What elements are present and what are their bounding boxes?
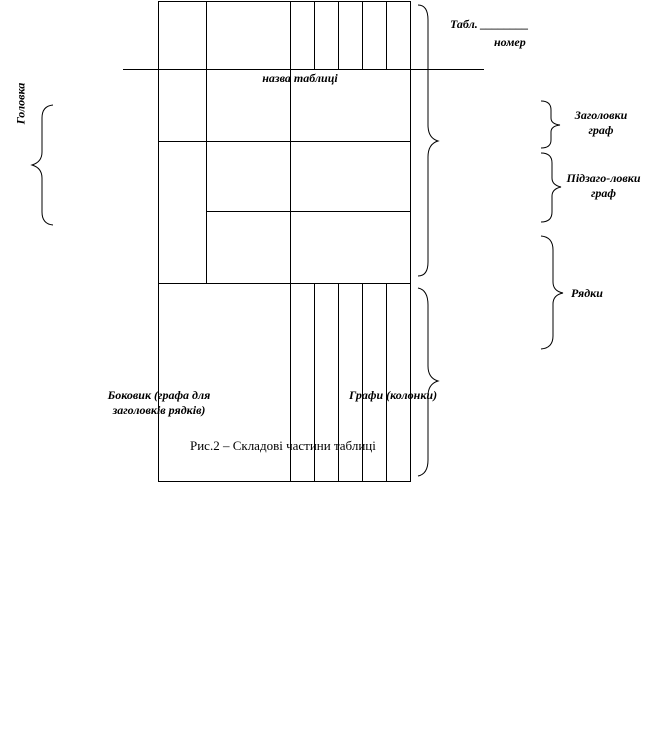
table-number-label: номер <box>494 35 526 49</box>
body-brace-right <box>417 287 440 477</box>
head-brace-left <box>30 104 54 226</box>
columns-label: Графи (колонки) <box>349 388 438 402</box>
column-subheaders-label: Підзаго-ловки граф <box>566 171 641 200</box>
column-subheaders-brace <box>540 152 562 223</box>
table-prefix-label: Табл. ________ <box>450 17 529 31</box>
table-outer-frame <box>158 1 411 482</box>
head-brace-right <box>417 4 440 277</box>
head-label: Головка <box>13 82 28 125</box>
rows-label: Рядки <box>571 286 603 300</box>
figure-caption: Рис.2 – Складові частини таблиці <box>190 438 376 453</box>
column-headers-label: Заголовки граф <box>574 108 628 137</box>
rows-brace <box>540 235 564 350</box>
column-headers-brace <box>540 100 561 149</box>
stub-label: Боковик (графа для заголовків рядків) <box>107 388 211 417</box>
table-title-label: назва таблиці <box>262 71 338 85</box>
